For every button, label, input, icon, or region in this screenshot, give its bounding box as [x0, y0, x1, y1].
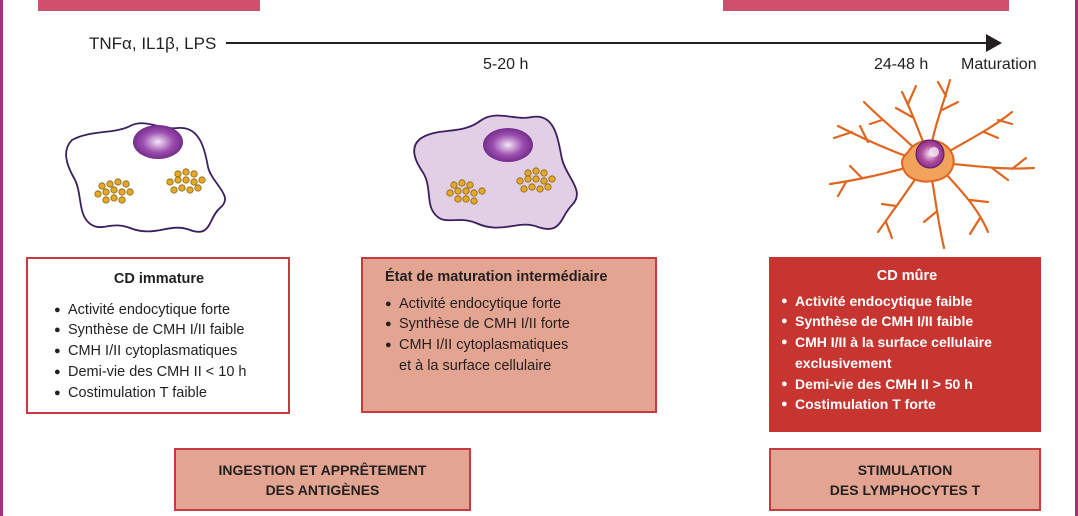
t-stimulation-line2: DES LYMPHOCYTES T: [829, 481, 981, 498]
immature-item: Demi-vie des CMH II < 10 h: [54, 362, 278, 383]
mature-item: Demi-vie des CMH II > 50 h: [781, 374, 1033, 395]
mature-item-line: CMH I/II à la surface cellulaire: [795, 334, 992, 351]
intermediate-title: État de maturation intermédiaire: [385, 269, 608, 285]
mature-item: CMH I/II à la surface cellulaire exclusi…: [781, 332, 1033, 373]
antigen-processing-line2: DES ANTIGÈNES: [265, 481, 380, 498]
intermediate-item-line: et à la surface cellulaire: [399, 357, 552, 374]
intermediate-granules-left: [446, 179, 486, 205]
t-stimulation-line1: STIMULATION: [857, 461, 953, 478]
immature-item: Synthèse de CMH I/II faible: [54, 320, 278, 341]
frame-left-border: [0, 0, 3, 516]
immature-cell-nucleus: [133, 125, 183, 159]
top-tab-right: [723, 0, 1009, 11]
timeline-arrow-head: [986, 34, 1002, 52]
immature-item: Activité endocytique forte: [54, 300, 278, 321]
intermediate-info-box: État de maturation intermédiaire Activit…: [361, 257, 657, 413]
immature-item: Costimulation T faible: [54, 383, 278, 404]
immature-cell-membrane: [65, 122, 226, 233]
intermediate-cell-nucleus: [483, 128, 533, 162]
intermediate-item: Synthèse de CMH I/II forte: [385, 314, 645, 335]
time-label-mid: 5-20 h: [483, 56, 529, 73]
mature-cell-illustration: [828, 78, 1036, 250]
mature-title: CD mûre: [876, 268, 938, 284]
intermediate-item: Activité endocytique forte: [385, 294, 645, 315]
mature-info-box: CD mûre Activité endocytique faible Synt…: [769, 257, 1041, 432]
intermediate-item: CMH I/II cytoplasmatiques et à la surfac…: [385, 335, 645, 376]
mature-item: Costimulation T forte: [781, 394, 1033, 415]
intermediate-cell-illustration: [413, 114, 578, 230]
immature-item: CMH I/II cytoplasmatiques: [54, 341, 278, 362]
intermediate-granules-right: [516, 167, 556, 193]
immature-info-box: CD immature Activité endocytique forte S…: [26, 257, 290, 414]
antigen-processing-label: INGESTION ET APPRÊTEMENT DES ANTIGÈNES: [174, 448, 471, 511]
time-label-right: 24-48 h: [874, 56, 929, 73]
immature-granules-right: [166, 168, 206, 194]
t-lymphocyte-stimulation-label: STIMULATION DES LYMPHOCYTES T: [769, 448, 1041, 511]
intermediate-item-line: CMH I/II cytoplasmatiques: [399, 337, 569, 354]
mature-cell-dendrites: [828, 78, 1036, 250]
mature-item-line: exclusivement: [795, 354, 892, 371]
maturation-label: Maturation: [961, 56, 1037, 73]
immature-granules-left: [94, 178, 134, 204]
immature-title: CD immature: [113, 271, 205, 287]
top-tab-left: [38, 0, 260, 11]
stimuli-label: TNFα, IL1β, LPS: [89, 34, 217, 53]
timeline-arrow-line: [226, 42, 988, 44]
antigen-processing-line1: INGESTION ET APPRÊTEMENT: [218, 461, 427, 478]
mature-item: Synthèse de CMH I/II faible: [781, 311, 1033, 332]
mature-item: Activité endocytique faible: [781, 291, 1033, 312]
immature-cell-illustration: [65, 122, 226, 233]
frame-right-border: [1075, 0, 1078, 516]
